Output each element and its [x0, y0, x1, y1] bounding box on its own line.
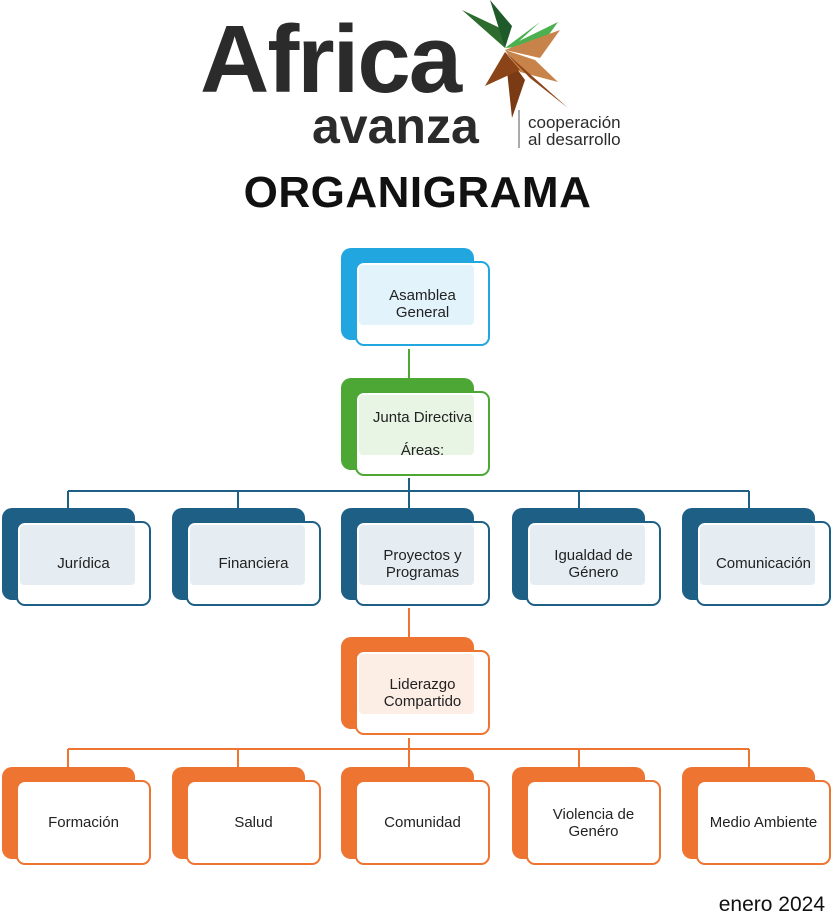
node-label: Salud — [234, 814, 273, 831]
logo-tagline-line2: al desarrollo — [528, 130, 621, 149]
africa-avanza-logo: Africa avanza cooperación al desarrollo — [200, 0, 621, 154]
node-label: Comunicación — [715, 555, 812, 572]
page-title: ORGANIGRAMA — [243, 168, 592, 217]
logo-brand-text: Africa — [200, 6, 463, 113]
logo-tagline-line1: cooperación — [528, 113, 621, 132]
node-label: Jurídica — [57, 555, 110, 572]
node-label: Violencia de Genéro — [552, 805, 635, 840]
node-label: Asamblea General — [389, 286, 456, 321]
logo-sub-text: avanza — [312, 98, 480, 154]
connector-junta-areas — [67, 478, 750, 508]
node-label: Medio Ambiente — [709, 814, 818, 831]
node-label: Financiera — [218, 555, 289, 572]
connector-liderazgo-subareas — [67, 738, 750, 767]
document-date: enero 2024 — [718, 893, 825, 916]
node-label: Comunidad — [384, 814, 461, 831]
node-label: Proyectos y Programas — [383, 546, 462, 581]
logo-star-icon — [462, 0, 568, 118]
node-label: Formación — [48, 814, 119, 831]
node-label: Junta Directiva Áreas: — [372, 408, 473, 459]
node-label: Liderazgo Compartido — [383, 675, 462, 710]
node-label: Igualdad de Género — [554, 546, 633, 581]
